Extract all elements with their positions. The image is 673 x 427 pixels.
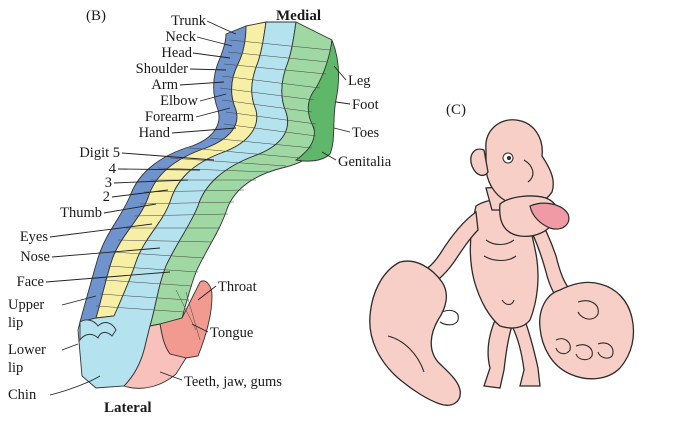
label-digit-2: 2 bbox=[103, 189, 110, 205]
cortical-strip bbox=[77, 21, 340, 389]
label-head: Head bbox=[161, 45, 192, 61]
label-trunk: Trunk bbox=[171, 13, 207, 29]
label-arm: Arm bbox=[151, 77, 178, 93]
label-genitalia: Genitalia bbox=[338, 154, 392, 170]
label-forearm: Forearm bbox=[145, 109, 195, 125]
right-knuckle-3 bbox=[597, 342, 614, 359]
label-digit-4: 4 bbox=[109, 161, 117, 177]
label-leg: Leg bbox=[348, 73, 371, 89]
homunculus-left-hand bbox=[369, 260, 461, 406]
left-leader-lines bbox=[45, 20, 237, 396]
panel-b-letter: (B) bbox=[86, 8, 106, 24]
strip-hatching bbox=[95, 39, 331, 341]
rib-line-2 bbox=[483, 255, 517, 262]
heading-lateral: Lateral bbox=[104, 400, 151, 416]
label-digit-3: 3 bbox=[105, 175, 112, 191]
panel-c-letter: (C) bbox=[446, 102, 466, 118]
right-thumbnail-line bbox=[577, 300, 599, 320]
label-throat: Throat bbox=[218, 279, 257, 295]
rib-line-1 bbox=[485, 239, 515, 246]
homunculus-right-hand bbox=[539, 281, 635, 380]
homunculus-tongue bbox=[529, 202, 570, 230]
label-teeth-jaw-gums: Teeth, jaw, gums bbox=[184, 374, 282, 390]
label-tongue: Tongue bbox=[210, 325, 253, 341]
label-eyes: Eyes bbox=[20, 229, 49, 245]
label-elbow: Elbow bbox=[160, 93, 198, 109]
label-face: Face bbox=[17, 274, 44, 290]
label-toes: Toes bbox=[352, 125, 380, 141]
homunculus bbox=[369, 119, 635, 406]
label-lower-lip-line2: lip bbox=[8, 360, 23, 376]
right-knuckle-1 bbox=[555, 338, 571, 355]
heading-medial: Medial bbox=[276, 8, 321, 24]
band-toes-genitalia bbox=[294, 39, 340, 162]
label-foot: Foot bbox=[352, 97, 379, 113]
homunculus-head bbox=[485, 119, 554, 207]
label-lower-lip-line1: Lower bbox=[8, 342, 46, 358]
left-labels: Trunk Neck Head Shoulder Arm Elbow Forea… bbox=[8, 13, 207, 403]
pupil-icon bbox=[507, 156, 511, 160]
label-upper-lip-line1: Upper bbox=[8, 297, 44, 313]
right-labels: Leg Foot Toes Genitalia Throat Tongue Te… bbox=[184, 73, 392, 390]
label-chin: Chin bbox=[8, 387, 37, 403]
region-teeth-jaw bbox=[123, 323, 187, 389]
label-neck: Neck bbox=[165, 29, 196, 45]
homunculus-ear bbox=[470, 148, 489, 177]
label-nose: Nose bbox=[20, 249, 50, 265]
lips-outline bbox=[79, 319, 117, 342]
right-knuckle-2 bbox=[575, 344, 593, 361]
label-shoulder: Shoulder bbox=[136, 61, 189, 77]
navel-line bbox=[501, 299, 515, 306]
left-thumbnail-line bbox=[439, 309, 459, 326]
left-hand-crease bbox=[387, 335, 425, 373]
label-digit-5: Digit 5 bbox=[79, 145, 120, 161]
nose-line bbox=[523, 159, 534, 183]
right-leader-lines bbox=[159, 65, 351, 381]
label-upper-lip-line2: lip bbox=[8, 315, 23, 331]
label-thumb: Thumb bbox=[60, 205, 102, 221]
label-hand: Hand bbox=[139, 125, 171, 141]
